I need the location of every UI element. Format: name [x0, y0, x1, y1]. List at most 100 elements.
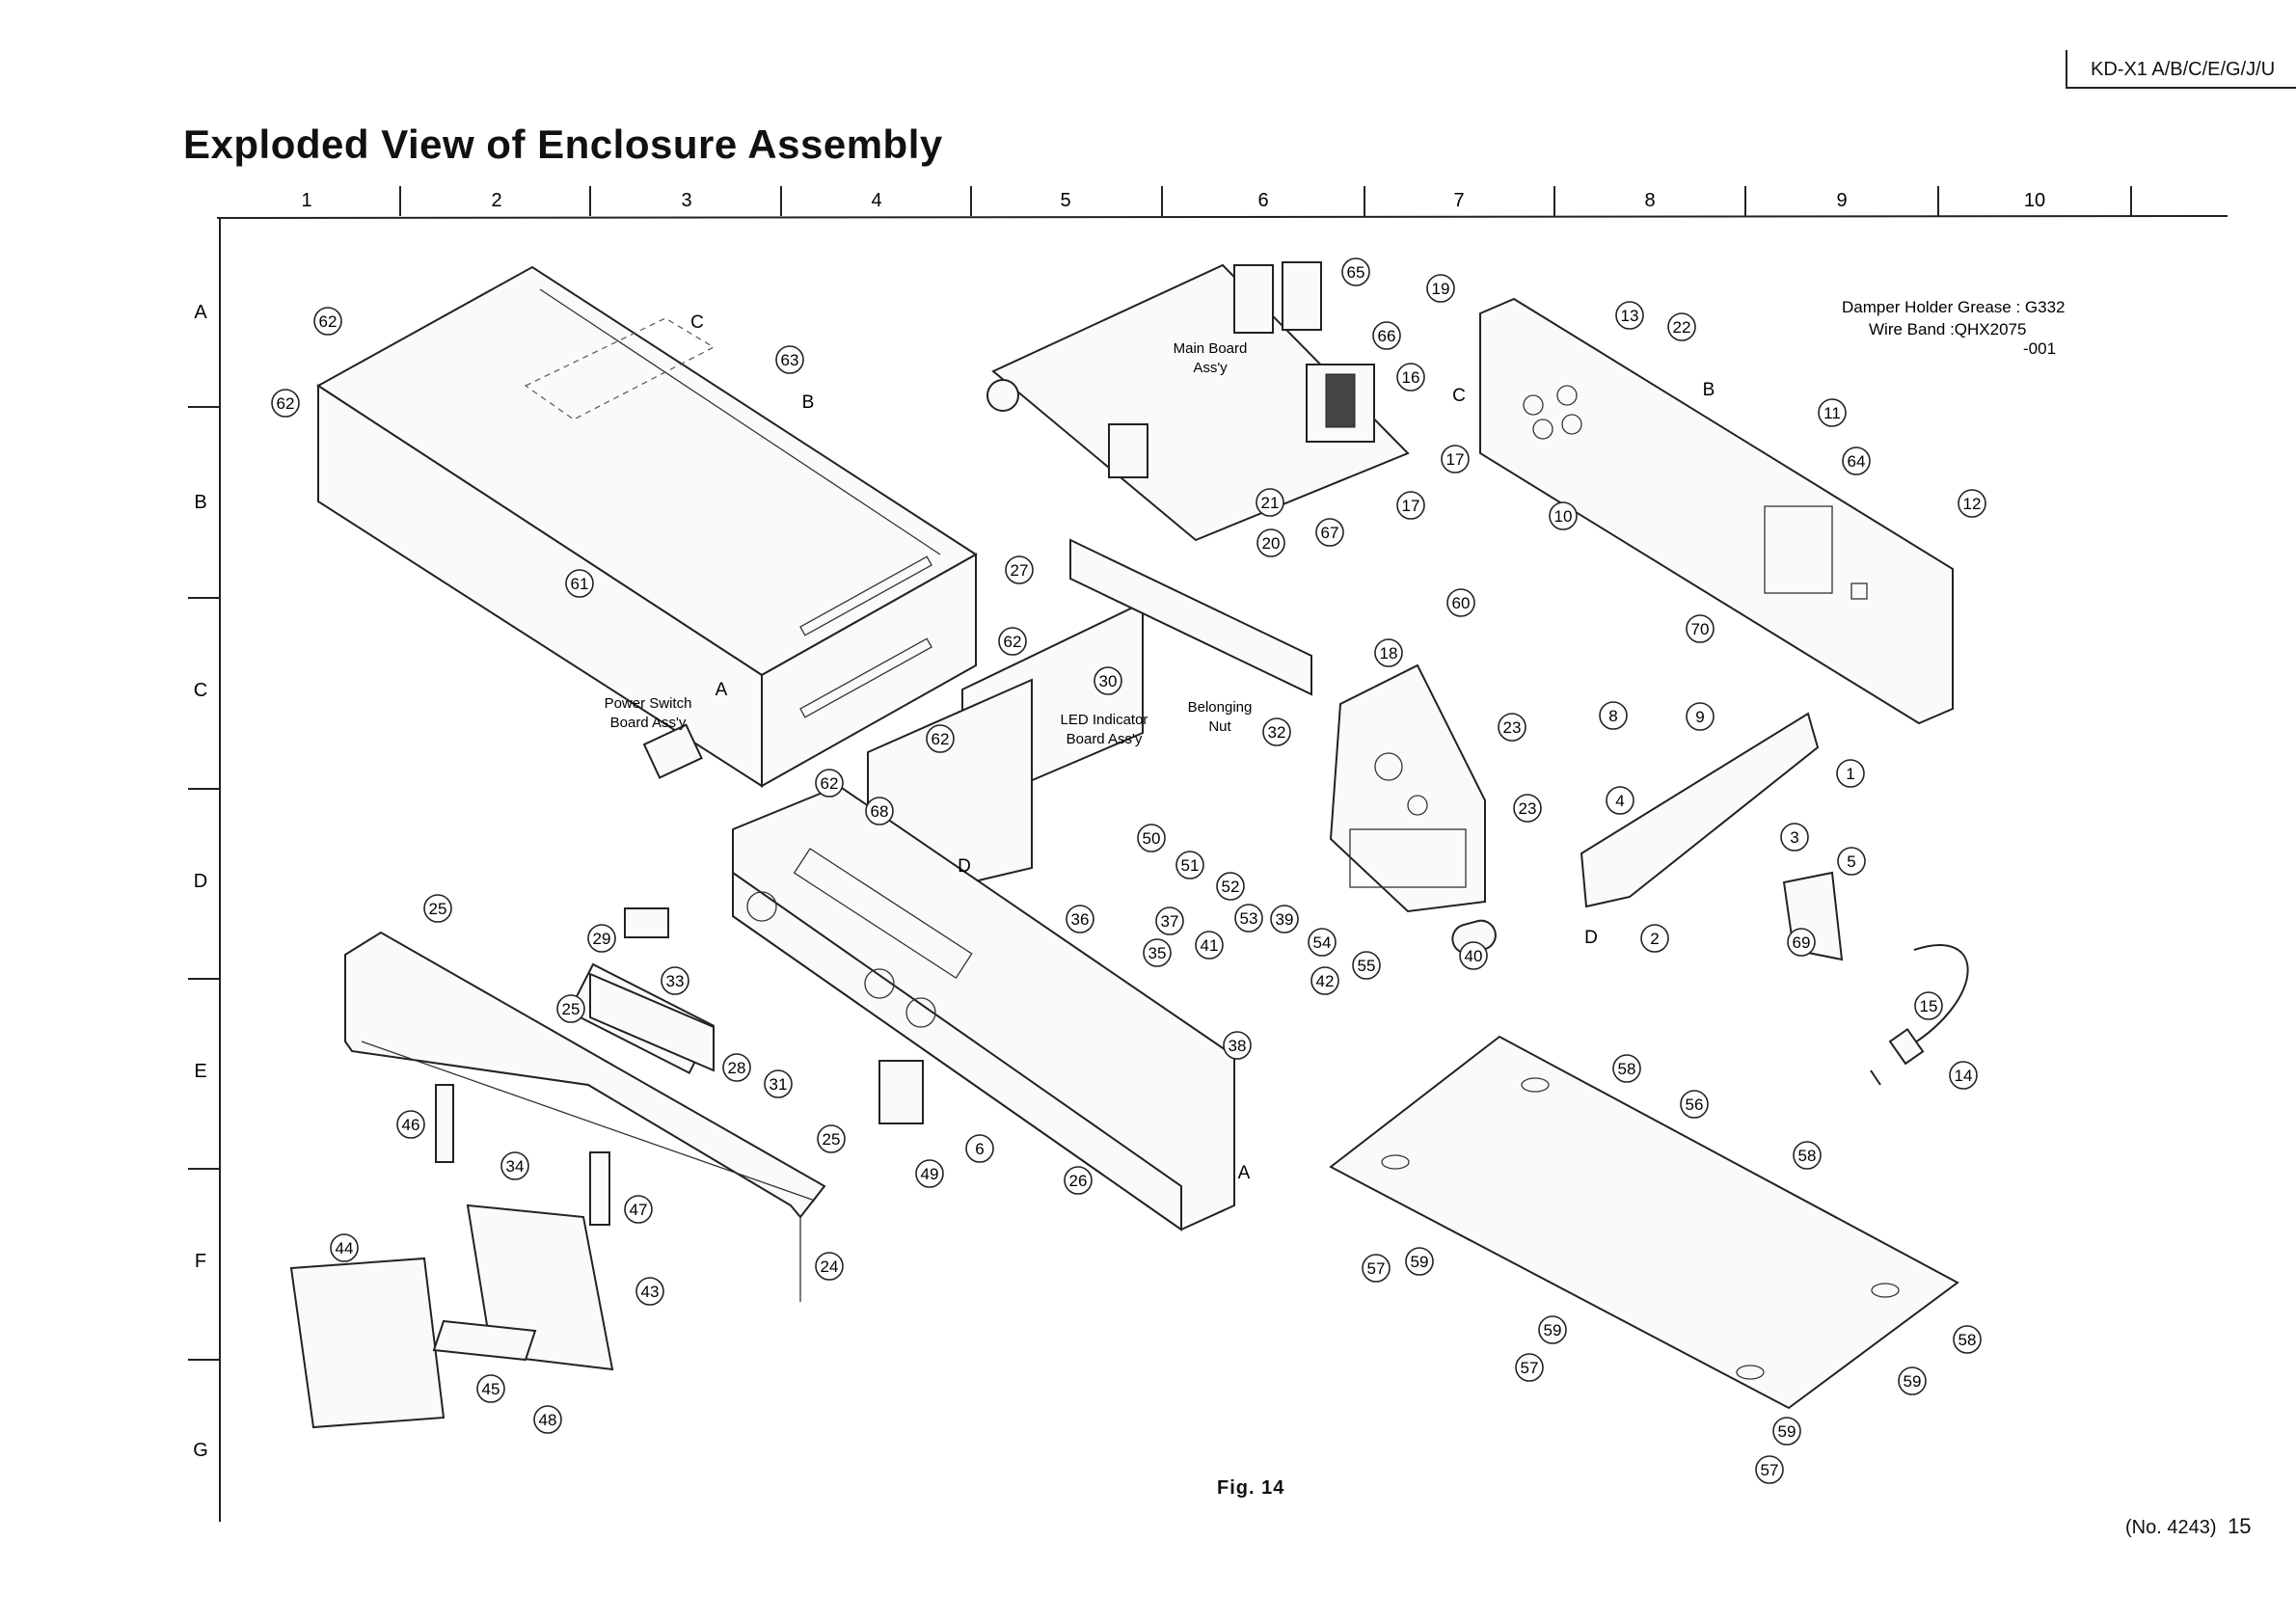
part-callout: 66	[1372, 321, 1401, 350]
part-number: 3	[1790, 828, 1798, 847]
part-callout: 57	[1755, 1455, 1784, 1484]
callout-circle	[1195, 931, 1224, 960]
note-text: Wire Band :QHX2075	[1869, 320, 2026, 338]
callout-circle	[1459, 941, 1488, 970]
part-number: 40	[1465, 947, 1483, 965]
part-number: 35	[1148, 944, 1167, 962]
part-callout: 59	[1898, 1366, 1927, 1395]
part-callout: 65	[1341, 257, 1370, 286]
column-label: 9	[1836, 190, 1847, 211]
callout-circle	[1780, 823, 1809, 852]
part-callout: 14	[1949, 1061, 1978, 1090]
part-number: 66	[1378, 327, 1396, 345]
reference-letter: D	[1584, 928, 1598, 948]
column-label: 10	[2024, 190, 2045, 211]
part-number: 15	[1920, 997, 1938, 1015]
part-callout: 36	[1066, 905, 1094, 933]
row-label: B	[194, 492, 206, 513]
callout-circle	[1914, 991, 1943, 1020]
document-number: (No. 4243)	[2125, 1517, 2217, 1538]
callout-circle	[1836, 759, 1865, 788]
callout-circle	[1612, 1054, 1641, 1083]
part-number: 8	[1608, 707, 1617, 725]
part-callout: 62	[815, 769, 844, 798]
callout-circle	[1842, 446, 1871, 475]
part-number: 6	[975, 1140, 984, 1158]
part-callout: 70	[1686, 614, 1715, 643]
bottom-chassis-part	[1329, 1035, 1959, 1410]
callout-circle	[1686, 702, 1715, 731]
callout-circle	[1426, 274, 1455, 303]
part-callout: 46	[396, 1110, 425, 1139]
callout-circle	[1446, 588, 1475, 617]
part-callout: 35	[1143, 938, 1172, 967]
callout-circle	[998, 627, 1027, 656]
part-callout: 54	[1308, 928, 1337, 957]
row-label: C	[194, 680, 207, 701]
part-number: 59	[1411, 1253, 1429, 1271]
part-number: 39	[1276, 910, 1294, 929]
part-callout: 62	[271, 389, 300, 418]
part-number: 46	[402, 1116, 420, 1134]
part-number: 22	[1673, 318, 1691, 337]
part-callout: 24	[815, 1252, 844, 1281]
part-number: 57	[1367, 1259, 1386, 1278]
part-callout: 5	[1837, 847, 1866, 876]
callout-circle	[1064, 1166, 1093, 1195]
callout-circle	[1362, 1254, 1391, 1283]
callout-circle	[1396, 363, 1425, 392]
part-callout: 33	[661, 966, 689, 995]
power-cord-part	[1870, 944, 1969, 1086]
main-board-part	[986, 261, 1410, 542]
part-number: 5	[1847, 852, 1855, 871]
part-callout: 51	[1175, 851, 1204, 879]
part-number: 23	[1503, 718, 1522, 737]
callout-circle	[1949, 1061, 1978, 1090]
part-number: 18	[1380, 644, 1398, 663]
column-label: 4	[871, 190, 881, 211]
part-callout: 16	[1396, 363, 1425, 392]
part-number: 19	[1432, 280, 1450, 298]
part-callout: 26	[1064, 1166, 1093, 1195]
part-number: 44	[336, 1239, 354, 1258]
callout-circle	[1315, 518, 1344, 547]
part-number: 55	[1358, 957, 1376, 975]
part-callout: 39	[1270, 905, 1299, 933]
callout-circle	[500, 1151, 529, 1180]
part-callout: 60	[1446, 588, 1475, 617]
callout-circle	[1793, 1141, 1822, 1170]
part-number: 59	[1904, 1372, 1922, 1391]
callout-circle	[1137, 824, 1166, 852]
callout-circle	[1405, 1247, 1434, 1276]
part-number: 68	[871, 802, 889, 821]
part-callout: 52	[1216, 872, 1245, 901]
power-switch-label: Board Ass'y	[610, 715, 687, 731]
reference-letter: B	[802, 392, 815, 413]
callout-circle	[1787, 928, 1816, 957]
part-number: 65	[1347, 263, 1365, 282]
callout-circle	[423, 894, 452, 923]
part-number: 14	[1955, 1067, 1973, 1085]
belonging-nut-label: Belonging	[1188, 699, 1253, 716]
part-callout: 62	[926, 724, 955, 753]
part-callout: 57	[1362, 1254, 1391, 1283]
callout-circle	[1898, 1366, 1927, 1395]
callout-circle	[1680, 1090, 1709, 1119]
part-callout: 40	[1459, 941, 1488, 970]
part-number: 50	[1143, 829, 1161, 848]
reference-letter: A	[1238, 1163, 1251, 1183]
part-callout: 4	[1606, 786, 1634, 815]
callout-circle	[1772, 1417, 1801, 1446]
callout-circle	[330, 1233, 359, 1262]
callout-circle	[775, 345, 804, 374]
callout-circle	[1958, 489, 1986, 518]
part-number: 17	[1402, 497, 1420, 515]
part-callout: 17	[1396, 491, 1425, 520]
part-callout: 11	[1818, 398, 1847, 427]
led-indicator-label: LED Indicator	[1061, 712, 1148, 728]
part-callout: 1	[1836, 759, 1865, 788]
part-number: 12	[1963, 495, 1982, 513]
part-callout: 68	[865, 797, 894, 825]
part-callout: 55	[1352, 951, 1381, 980]
